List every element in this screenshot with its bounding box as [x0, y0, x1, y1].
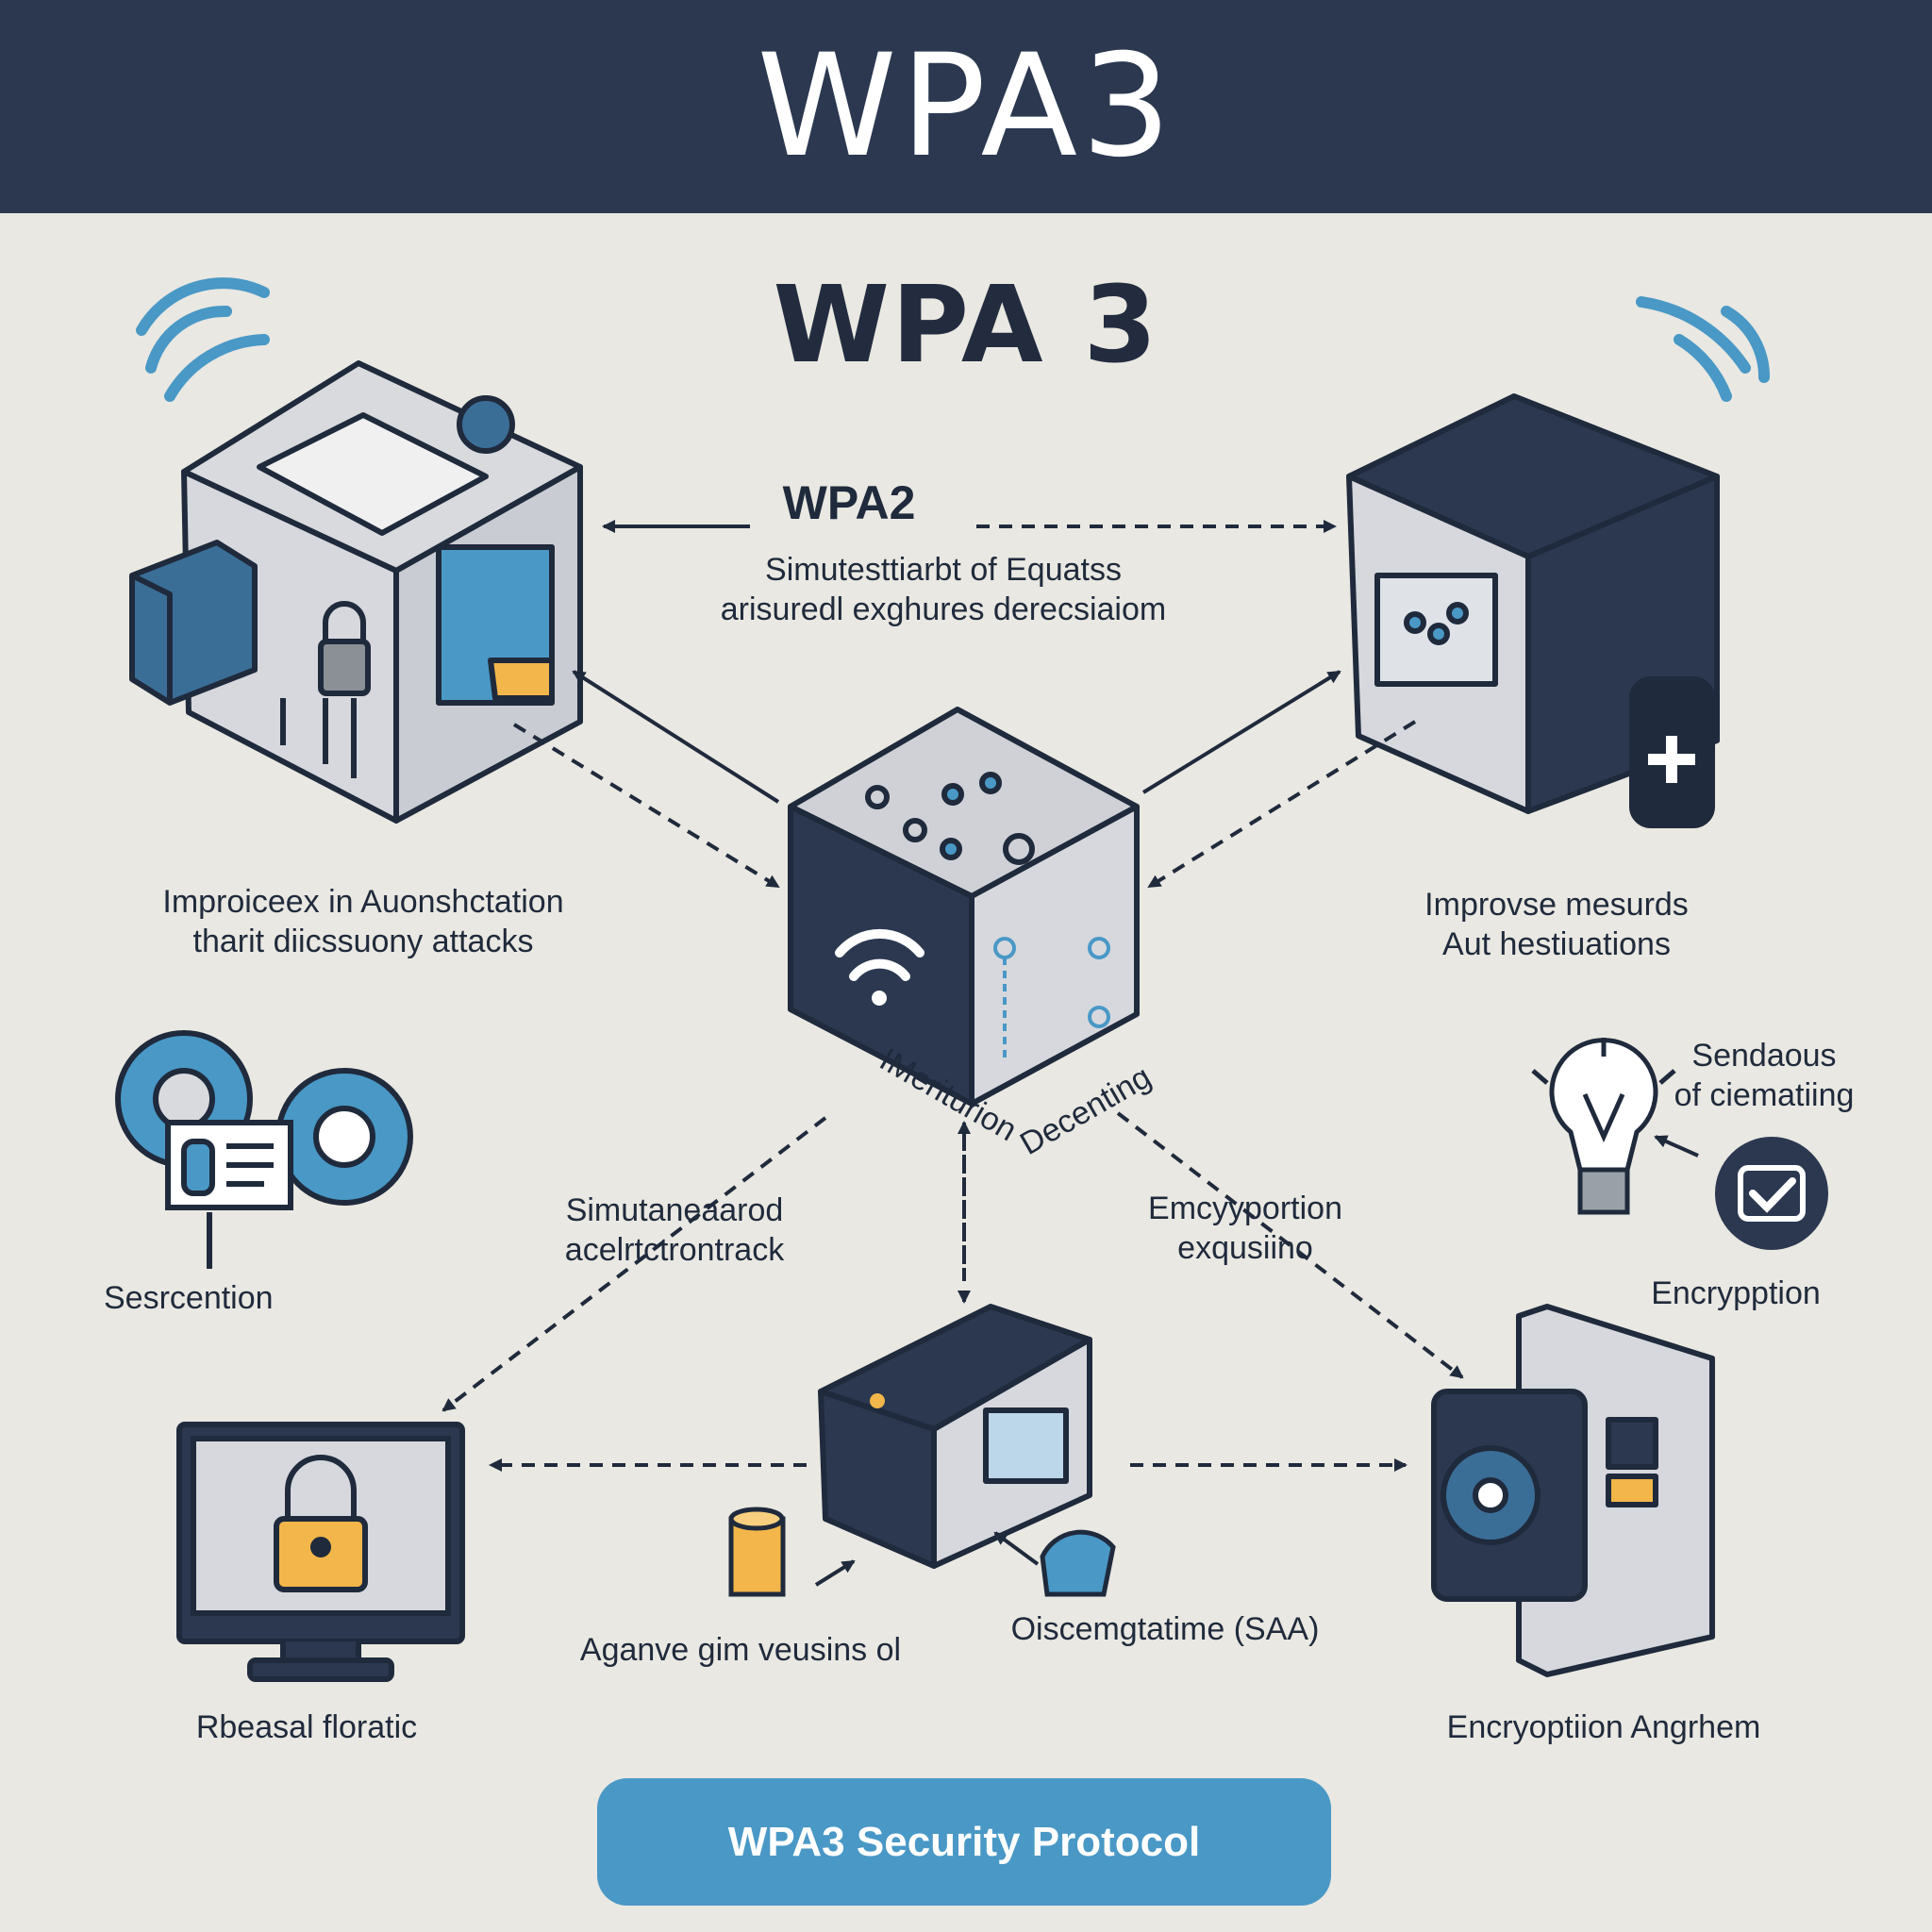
monitor-label: Rbeasal floratic — [195, 1709, 418, 1745]
bottom-router-icon — [818, 1304, 1092, 1569]
encryption-label: Encrypption — [1651, 1275, 1821, 1311]
arrow-left-to-center — [512, 723, 780, 889]
arrow-shield-router — [993, 1531, 1040, 1566]
center-label-right: Decenting — [1014, 1058, 1158, 1161]
wifi-signal-left-icon — [136, 277, 270, 402]
arrow-center-to-right — [1141, 670, 1341, 794]
top-desc-line-1: Simutesttiarbt of Equatss — [765, 552, 1122, 588]
shield-icon — [1040, 1529, 1116, 1597]
mid-right-desc: Emcyyportion exqusiino — [1104, 1189, 1387, 1268]
arrow-right-to-center — [1147, 720, 1417, 889]
bottom-center-left-label: Aganve gim veusins ol — [579, 1632, 902, 1668]
arrow-cylinder-router — [814, 1559, 856, 1587]
bulb-label-line-1: Sendaous — [1691, 1038, 1837, 1074]
bulb-label-line-2: of ciematiing — [1674, 1077, 1855, 1113]
left-desc-line-1: Improiceex in Auonshctation — [162, 884, 564, 920]
arrow-center-to-left — [572, 670, 780, 804]
mid-left-desc: Simutaneaarod acelrtctrontrack — [524, 1191, 825, 1270]
center-access-point-cube-icon — [788, 707, 1140, 1107]
bottom-center-right-label: Oiscemgtatime (SAA) — [1010, 1611, 1320, 1647]
mid-left-desc-line-1: Simutaneaarod — [565, 1192, 784, 1228]
mid-right-desc-line-1: Emcyyportion — [1148, 1191, 1342, 1226]
top-desc: Simutesttiarbt of Equatss arisuredl exgh… — [660, 550, 1226, 629]
arrow-check-to-bulb — [1654, 1135, 1699, 1158]
wpa3-security-protocol-button[interactable]: WPA3 Security Protocol — [597, 1778, 1331, 1906]
arrow-center-to-monitor — [441, 1116, 827, 1412]
top-banner: WPA3 — [0, 0, 1932, 213]
gear-settings-icon — [115, 1030, 413, 1269]
wifi-signal-right-icon — [1636, 296, 1771, 402]
right-desc-line-1: Improvse mesurds — [1424, 887, 1689, 923]
bottom-right-label: Encryoptiion Angrhem — [1446, 1709, 1761, 1745]
wpa2-label: WPA2 — [782, 476, 916, 529]
banner-title: WPA3 — [757, 25, 1175, 189]
arrow-center-to-server — [1116, 1111, 1464, 1379]
lightbulb-icon — [1531, 1038, 1676, 1215]
left-desc-line-2: tharit diicssuony attacks — [192, 924, 534, 959]
left-router-cube-icon — [129, 360, 583, 824]
mid-left-desc-line-2: acelrtctrontrack — [564, 1232, 785, 1268]
cylinder-storage-icon — [728, 1507, 786, 1597]
checkmark-badge-icon — [1715, 1137, 1828, 1250]
gear-label: Sesrcention — [104, 1280, 274, 1316]
right-desc: Improvse mesurds Aut hestiuations — [1358, 885, 1755, 964]
mid-right-desc-line-2: exqusiino — [1177, 1230, 1313, 1266]
right-server-cube-icon — [1346, 393, 1720, 828]
bottom-right-server-icon — [1431, 1304, 1715, 1677]
bulb-label: Sendaous of ciematiing — [1641, 1036, 1887, 1115]
top-desc-line-2: arisuredl exghures derecsiaiom — [720, 591, 1167, 627]
monitor-lock-icon — [176, 1422, 465, 1682]
left-desc: Improiceex in Auonshctation tharit diics… — [99, 882, 627, 961]
right-desc-line-2: Aut hestiuations — [1442, 926, 1671, 962]
diagram-title: WPA 3 — [773, 264, 1159, 387]
connector-arrows — [441, 520, 1699, 1587]
